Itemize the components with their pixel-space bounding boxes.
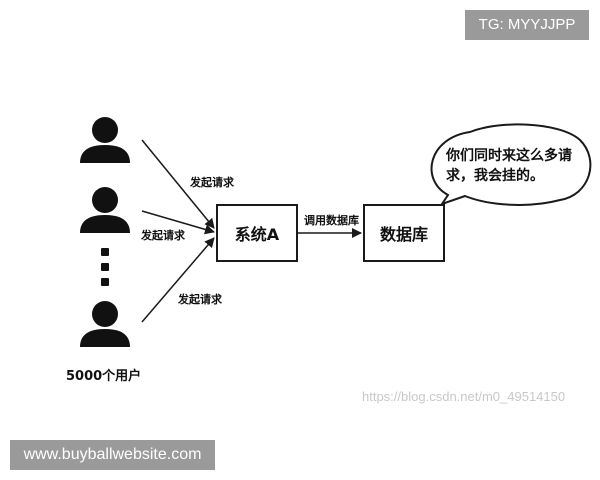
database-label: 数据库 [379, 225, 428, 244]
arrow-request-1 [141, 139, 215, 229]
request-label-1: 发起请求 [190, 176, 234, 189]
request-label-3: 发起请求 [178, 293, 222, 306]
arrow-request-2 [141, 210, 215, 235]
user-icon [80, 117, 130, 163]
website-badge: www.buyballwebsite.com [10, 440, 215, 470]
users-count-label: 5000个用户 [66, 369, 142, 384]
bubble-text: 你们同时来这么多请求，我会挂的。 [446, 148, 572, 184]
ellipsis-dots [101, 248, 109, 286]
csdn-watermark: https://blog.csdn.net/m0_49514150 [362, 389, 566, 404]
system-a-node: 系统A [216, 204, 298, 262]
tg-badge: TG: MYYJJPP [465, 10, 589, 40]
request-label-2: 发起请求 [141, 229, 185, 242]
user-icon [80, 301, 130, 347]
system-a-label: 系统A [234, 225, 280, 244]
database-node: 数据库 [363, 204, 445, 262]
user-icon [80, 187, 130, 233]
call-db-label: 调用数据库 [304, 214, 359, 227]
arrow-request-3 [141, 237, 215, 323]
speech-bubble [430, 123, 592, 206]
